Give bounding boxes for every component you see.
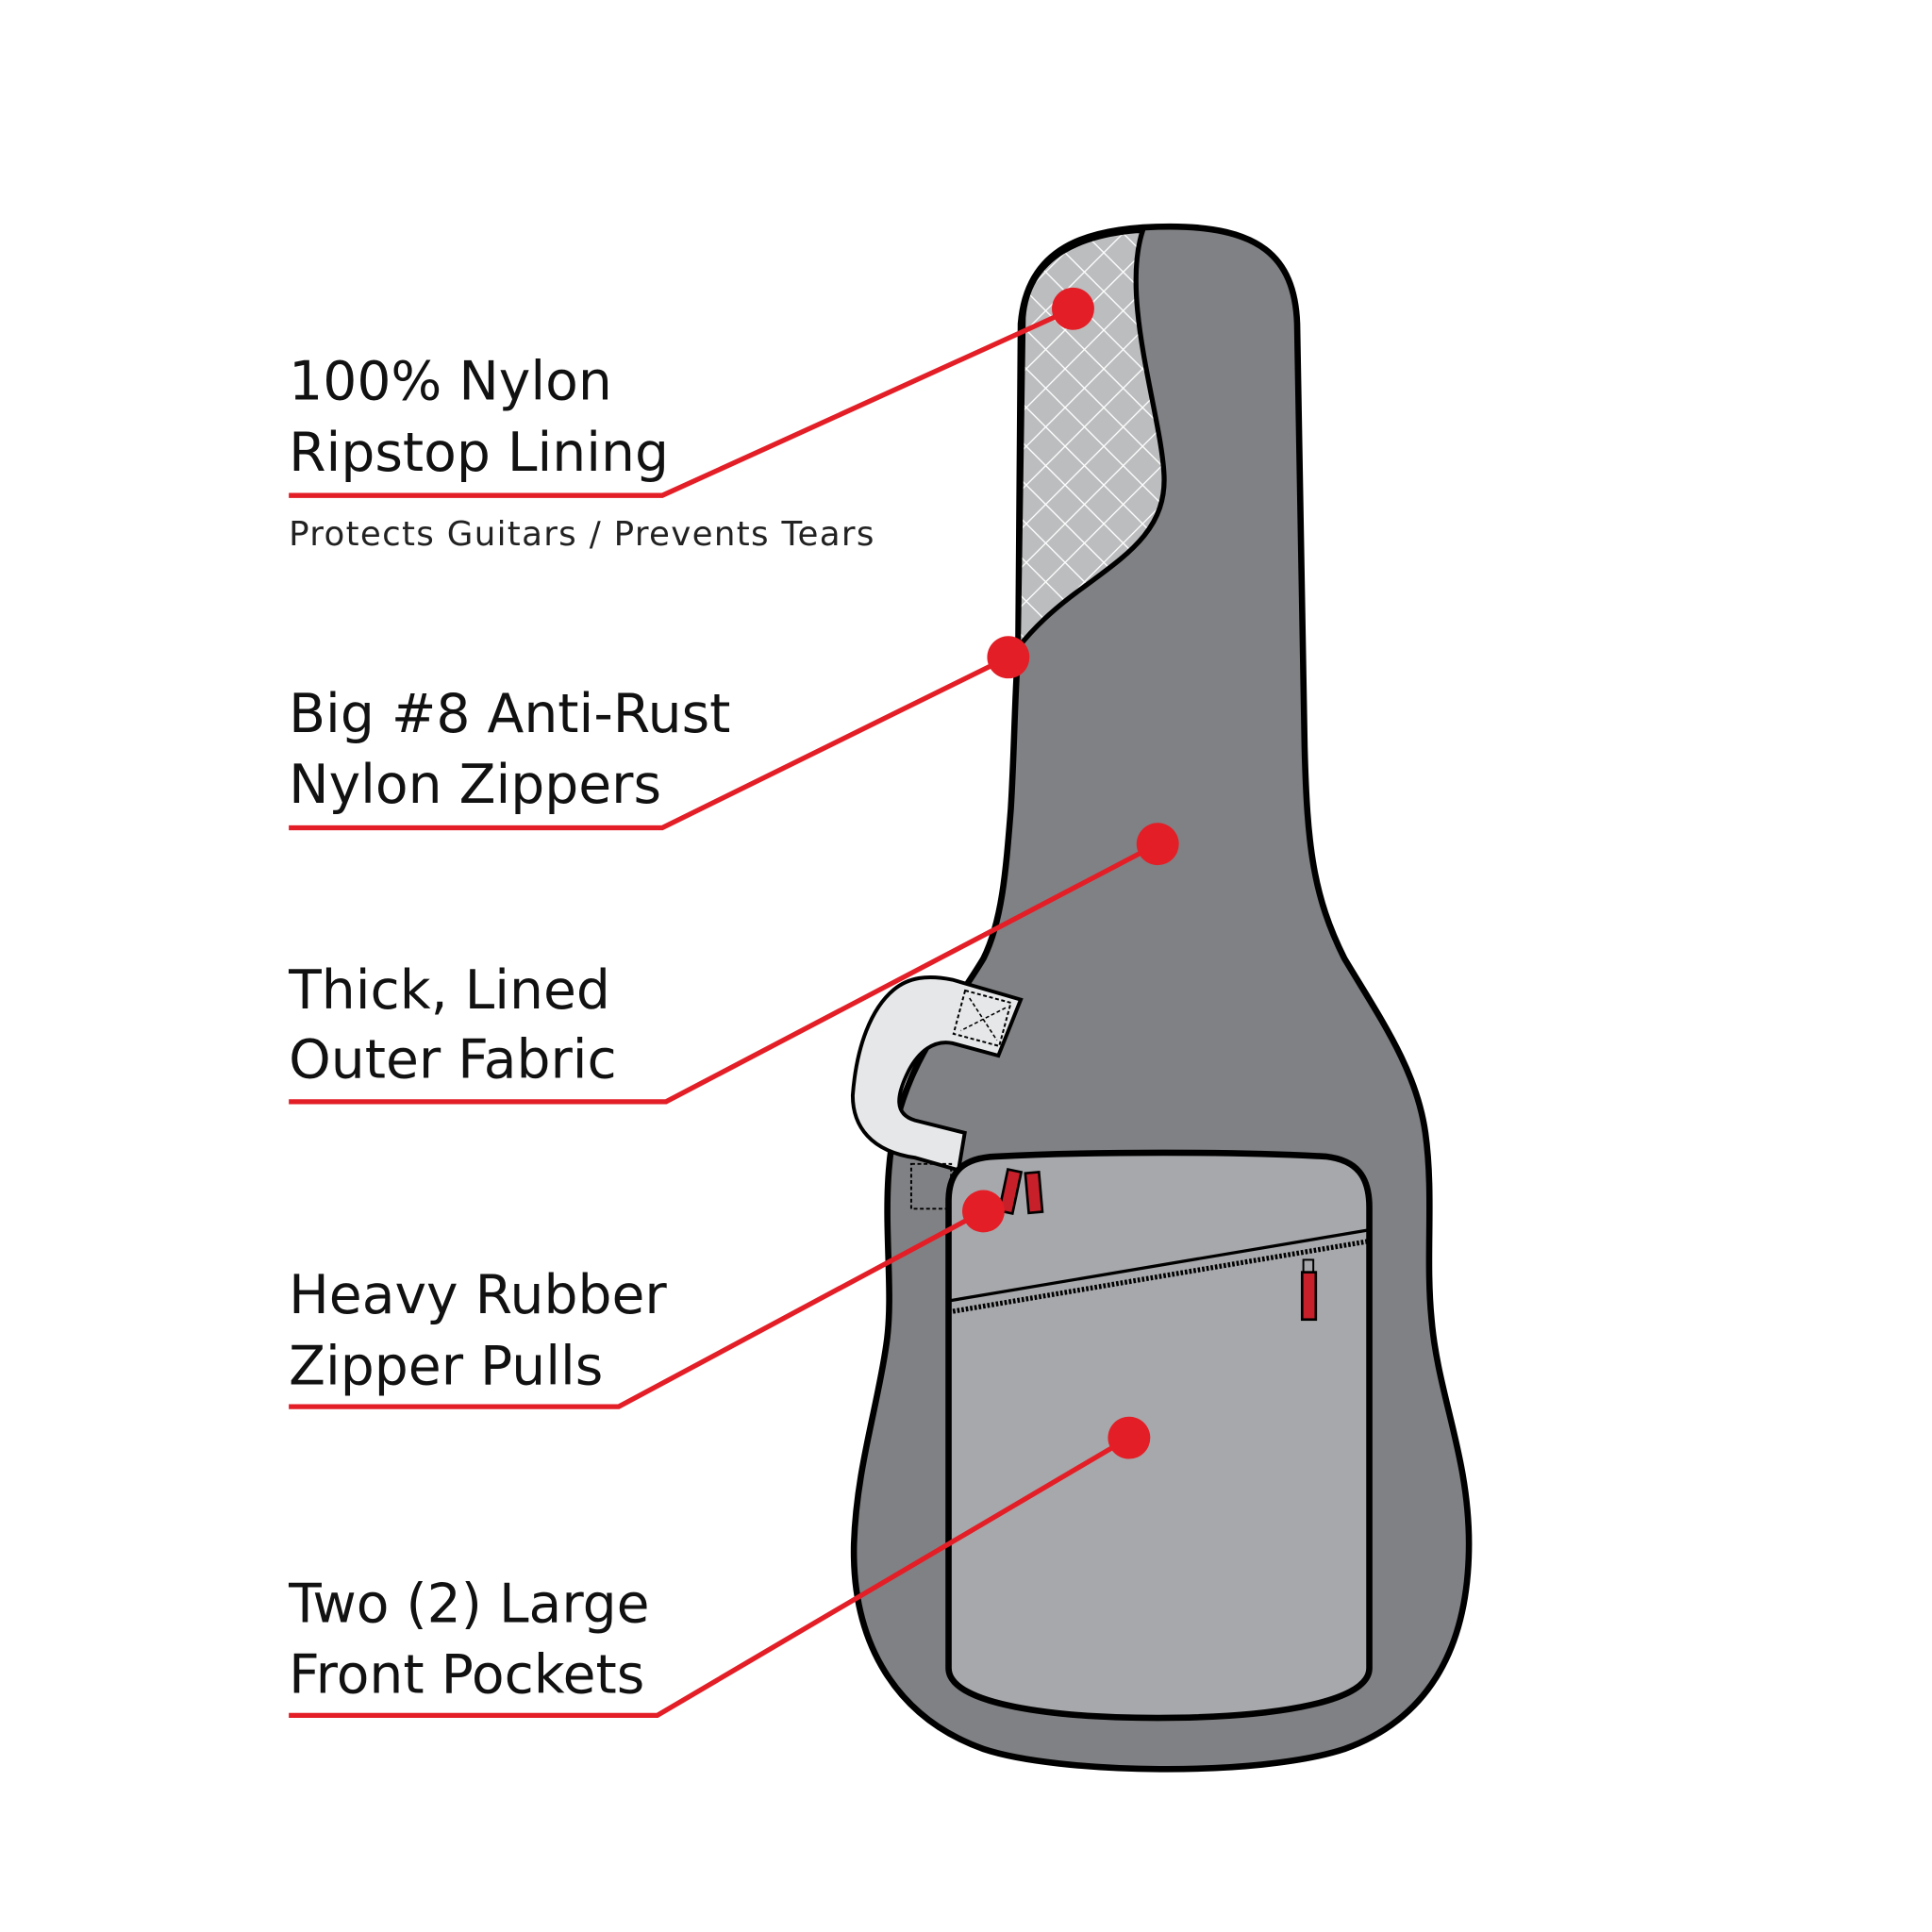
callout-dot-pockets [1108, 1416, 1151, 1459]
carry-handle [850, 974, 1024, 1210]
callout-fabric-line1: Thick, Lined [288, 959, 610, 1022]
callout-dot-lining [1052, 287, 1094, 330]
zipper-pulls [997, 1167, 1318, 1322]
callout-pulls-line1: Heavy Rubber [289, 1264, 667, 1326]
callout-lining-line1: 100% Nylon [289, 351, 612, 413]
callout-pockets-line1: Two (2) Large [288, 1573, 649, 1635]
callout-dot-zippers [987, 636, 1030, 679]
callout-zippers-line2: Nylon Zippers [289, 754, 661, 816]
callout-lining-subtitle: Protects Guitars / Prevents Tears [289, 515, 875, 554]
callout-pockets-line2: Front Pockets [289, 1644, 644, 1707]
callout-zippers-line1: Big #8 Anti-Rust [289, 683, 730, 745]
pocket-zipper [948, 1228, 1370, 1315]
front-pocket [945, 1149, 1373, 1722]
callout-fabric-line2: Outer Fabric [289, 1029, 617, 1091]
callout-leaders [289, 287, 1179, 1719]
ripstop-lining [1015, 227, 1167, 655]
callout-dot-pulls [962, 1190, 1005, 1233]
callout-lining-line2: Ripstop Lining [289, 422, 669, 484]
callout-pulls-line2: Zipper Pulls [289, 1335, 603, 1397]
callout-dot-fabric [1136, 823, 1179, 866]
